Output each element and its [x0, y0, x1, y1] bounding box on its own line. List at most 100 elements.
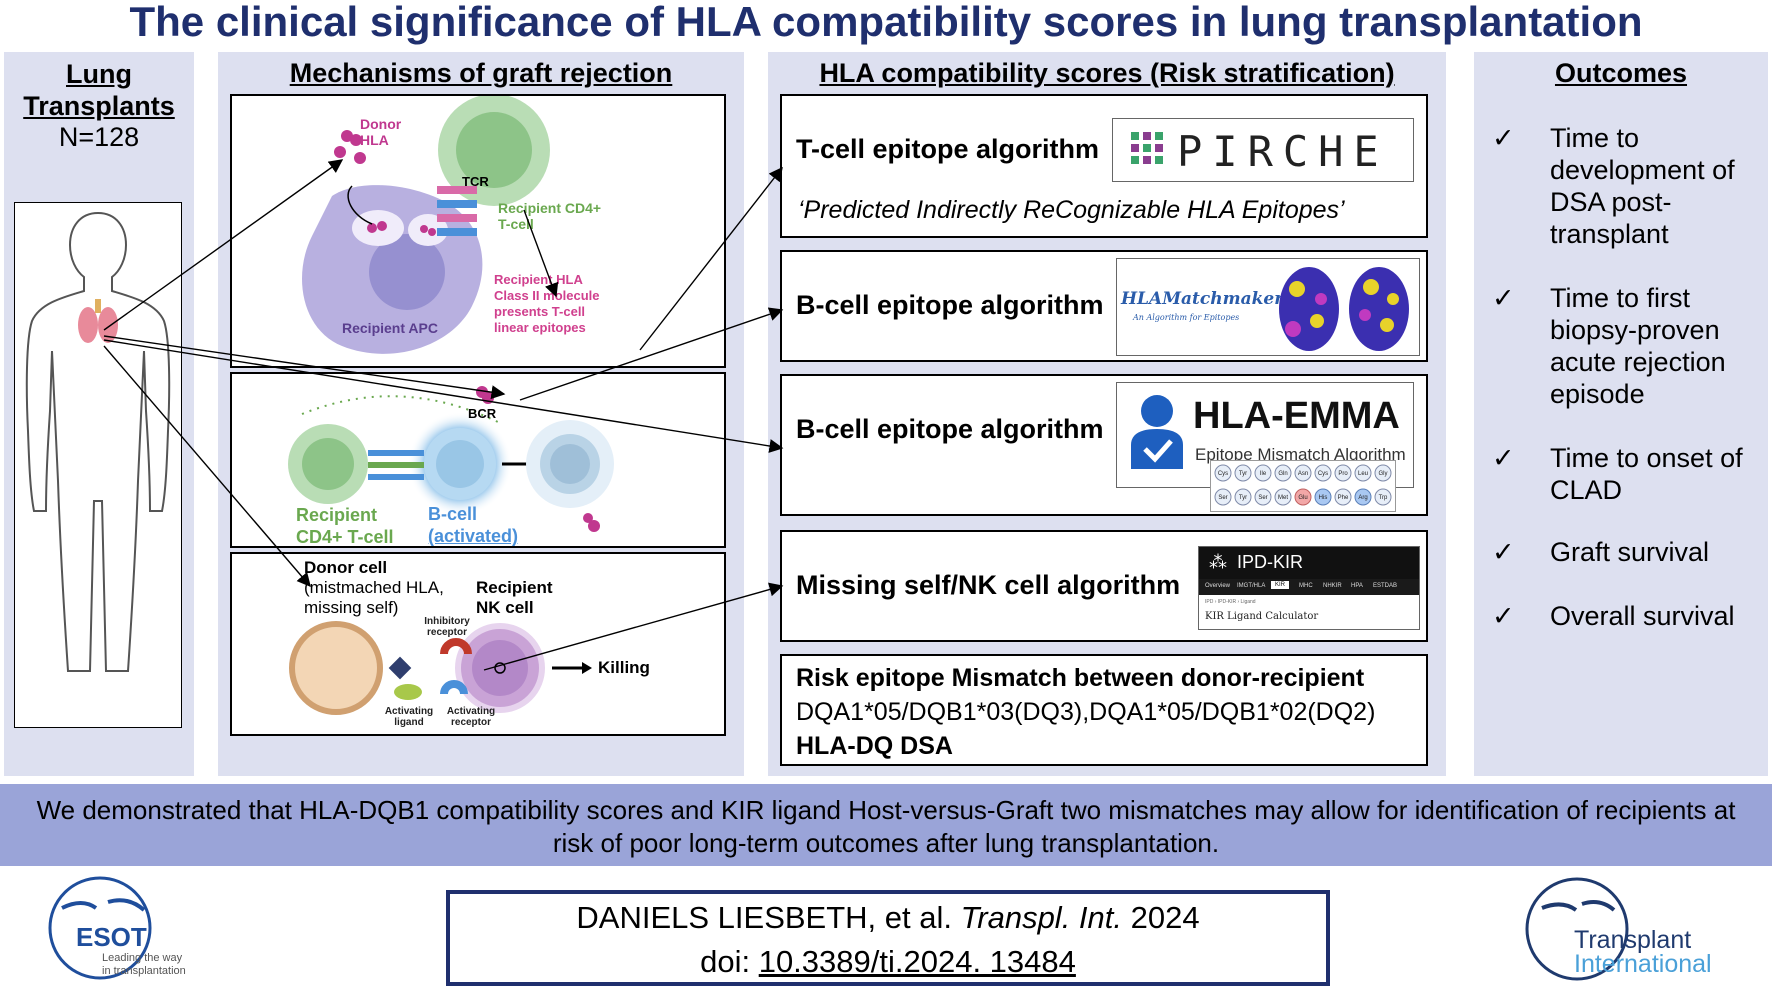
outcomes-heading: Outcomes [1554, 58, 1688, 88]
aa-r1-6: Pro [1338, 471, 1348, 477]
ipd-nav-nhkir[interactable]: NHKIR [1323, 583, 1342, 589]
doi-label: doi: [700, 944, 751, 979]
recipient-hla-label: Recipient HLA Class II molecule presents… [494, 272, 600, 335]
citation-line-1: DANIELS LIESBETH, et al. Transpl. Int. 2… [450, 900, 1326, 936]
bcr-label: BCR [468, 406, 497, 421]
esot-logo-text: ESOT [76, 922, 147, 952]
ipd-nav-overview[interactable]: Overview [1205, 583, 1231, 589]
aa-r2-0: Ser [1218, 495, 1227, 501]
bcell-label: B-cell [428, 504, 478, 524]
outcome-item-2: ✓ Time to first biopsy-proven acute reje… [1492, 282, 1732, 412]
inhibitory-receptor-label: Inhibitory receptor [424, 616, 470, 638]
aa-r2-5: His [1319, 495, 1328, 501]
ipd-kir-breadcrumb: IPD › IPD-KIR › Ligand [1205, 599, 1256, 605]
outcome-text-2: Time to first biopsy-proven acute reject… [1550, 283, 1726, 409]
tcell-mechanism-box: Donor HLA TCR Recipient CD4+ T-cell Reci… [230, 94, 726, 368]
aa-r2-8: Trp [1379, 495, 1388, 501]
middle-recipient-cd4-label: Recipient CD4+ T-cell [296, 505, 394, 547]
tcell-algorithm-label: T-cell epitope algorithm [796, 134, 1100, 164]
aa-r2-2: Ser [1258, 495, 1267, 501]
conclusion-banner: We demonstrated that HLA-DQB1 compatibil… [0, 784, 1772, 866]
doi-link[interactable]: 10.3389/ti.2024. 13484 [758, 944, 1076, 979]
scores-heading: HLA compatibility scores (Risk stratific… [819, 58, 1395, 88]
lung-transplants-heading: Lung Transplants [23, 59, 175, 121]
aa-r1-7: Leu [1358, 471, 1368, 477]
activating-receptor-label: Activating receptor [446, 706, 496, 728]
human-body-icon [25, 211, 171, 672]
aa-r1-4: Asn [1298, 471, 1308, 477]
conclusion-text: We demonstrated that HLA-DQB1 compatibil… [36, 795, 1736, 858]
citation-box: DANIELS LIESBETH, et al. Transpl. Int. 2… [446, 890, 1330, 986]
outcome-text-4: Graft survival [1550, 537, 1710, 567]
esot-tagline-2: in transplantation [102, 965, 186, 977]
ipd-nav-hpa[interactable]: HPA [1351, 583, 1363, 589]
ipd-kir-logo: ⁂ IPD-KIR Overview IMGT/HLA KIR MHC NHKI… [1198, 546, 1420, 630]
aa-r1-2: Ile [1260, 471, 1267, 477]
ipd-nav-kir[interactable]: KIR [1271, 581, 1290, 589]
aa-r2-6: Phe [1338, 495, 1349, 501]
page-title: The clinical significance of HLA compati… [129, 0, 1643, 45]
mechanisms-heading: Mechanisms of graft rejection [289, 58, 673, 88]
hla-dq-dsa: HLA-DQ DSA [796, 732, 953, 760]
recipient-cd4-label: Recipient CD4+ T-cell [498, 200, 602, 232]
aa-r2-3: Met [1278, 495, 1288, 501]
nk-mechanism-box: Donor cell (mistmached HLA, missing self… [230, 552, 726, 736]
check-icon: ✓ [1492, 537, 1515, 567]
amino-acid-grid-svg: Cys Tyr Ile Gln Asn Cys Pro Leu Gly Ser … [1214, 464, 1392, 506]
transplant-international-logo: Transplant International [1522, 874, 1752, 984]
esot-circle-icon [48, 876, 152, 980]
citation-line-2: doi: 10.3389/ti.2024. 13484 [450, 944, 1326, 980]
amino-acid-grid: Cys Tyr Ile Gln Asn Cys Pro Leu Gly Ser … [1210, 460, 1396, 512]
risk-epitope-title: Risk epitope Mismatch between donor-reci… [796, 664, 1365, 692]
outcome-text-3: Time to onset of CLAD [1550, 443, 1743, 505]
citation-authors: DANIELS LIESBETH, et al. [576, 900, 952, 935]
ipd-nav-imgt[interactable]: IMGT/HLA [1237, 583, 1266, 589]
lung-transplants-panel: Lung Transplants N=128 [4, 52, 194, 776]
ti-circle-icon [1525, 877, 1629, 981]
ti-logo-text-2: International [1574, 950, 1712, 978]
bcell-algorithm-label-2: B-cell epitope algorithm [796, 414, 1104, 444]
ipd-nav-estdab[interactable]: ESTDAB [1373, 583, 1398, 589]
citation-year: 2024 [1130, 900, 1200, 935]
missing-self-algorithm-label: Missing self/NK cell algorithm [796, 570, 1181, 600]
aa-r1-3: Gln [1278, 471, 1287, 477]
check-icon: ✓ [1492, 123, 1515, 153]
recipient-nk-label: Recipient NK cell [476, 578, 553, 617]
hlamatchmaker-box: B-cell epitope algorithm HLAMatchmaker A… [780, 250, 1428, 362]
hlamatchmaker-logo-text: HLAMatchmaker [1121, 289, 1284, 309]
outcome-item-5: ✓ Overall survival [1492, 600, 1735, 636]
ipd-kir-grid-icon: ⁂ [1209, 552, 1227, 572]
patient-count: N=128 [58, 122, 140, 152]
pirche-box: T-cell epitope algorithm PIRCHE ‘Predict… [780, 94, 1428, 238]
ti-logo-text-1: Transplant [1574, 926, 1692, 954]
donor-hla-label: Donor HLA [360, 116, 402, 148]
esot-tagline: Leading the way in transplantation [102, 952, 186, 978]
aa-r2-4: Glu [1298, 495, 1307, 501]
hla-emma-box: B-cell epitope algorithm HLA-EMMA Epitop… [780, 374, 1428, 516]
pirche-subtitle: ‘Predicted Indirectly ReCognizable HLA E… [798, 196, 1345, 224]
ipd-kir-logo-text: IPD-KIR [1237, 552, 1304, 572]
kir-ligand-calculator-label: KIR Ligand Calculator [1205, 611, 1319, 622]
outcome-item-4: ✓ Graft survival [1492, 536, 1732, 572]
outcome-text-1: Time to development of DSA post-transpla… [1550, 123, 1735, 249]
aa-r2-7: Arg [1358, 495, 1367, 501]
outcome-text-5: Overall survival [1550, 601, 1735, 631]
risk-epitope-box: Risk epitope Mismatch between donor-reci… [780, 654, 1428, 766]
hlamatchmaker-tagline: An Algorithm for Epitopes [1133, 313, 1240, 322]
outcome-item-1: ✓ Time to development of DSA post-transp… [1492, 122, 1735, 252]
aa-r1-5: Cys [1318, 471, 1328, 477]
aa-r2-1: Tyr [1239, 495, 1247, 501]
amino-acid-row-2 [1214, 488, 1392, 506]
outcome-item-3: ✓ Time to onset of CLAD [1492, 442, 1743, 512]
killing-label: Killing [598, 658, 650, 677]
ipd-nav-mhc[interactable]: MHC [1299, 583, 1313, 589]
bcell-mechanism-box: BCR Recipient CD4+ T-cell B-cell (activa… [230, 372, 726, 548]
outcomes-panel: Outcomes ✓ Time to development of DSA po… [1474, 52, 1768, 776]
tcr-label: TCR [462, 174, 489, 189]
check-icon: ✓ [1492, 283, 1515, 313]
pirche-logo-text: PIRCHE [1177, 127, 1389, 176]
ipd-kir-nav: Overview IMGT/HLA KIR MHC NHKIR HPA ESTD… [1199, 579, 1419, 595]
esot-tagline-1: Leading the way [102, 952, 183, 964]
scores-panel: HLA compatibility scores (Risk stratific… [768, 52, 1446, 776]
user-check-icon [1131, 395, 1183, 469]
